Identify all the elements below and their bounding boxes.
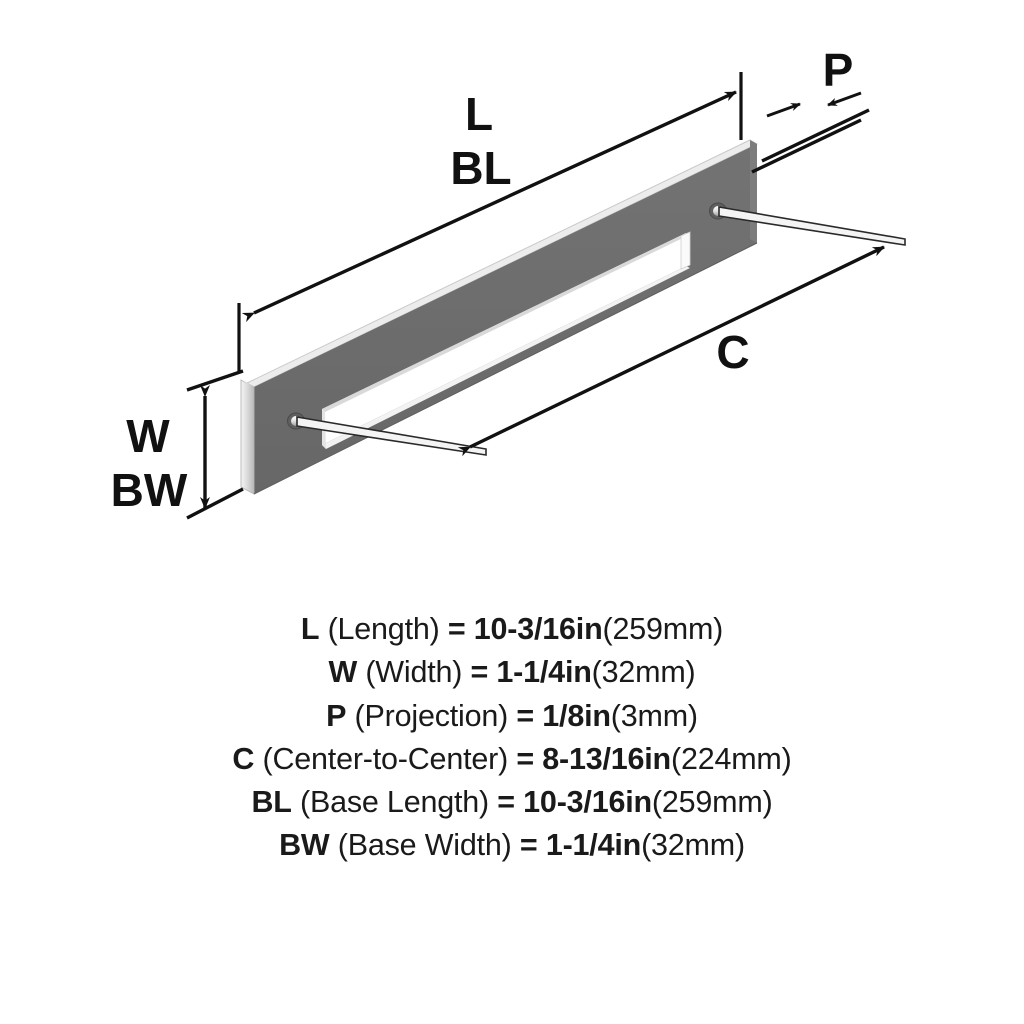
dimension-label-BW: BW (111, 464, 188, 516)
legend-equals-W: = (470, 655, 489, 690)
legend-name-BL: (Base Length) (299, 785, 489, 820)
plate-right-end-face (750, 140, 757, 243)
legend-row-W: W (Width) = 1-1/4in(32mm) (328, 651, 695, 694)
legend-metric-P: (3mm) (610, 698, 698, 733)
cutout-right-inner-post (680, 231, 691, 270)
legend-equals-P: = (516, 698, 534, 733)
legend-imperial-P: 1/8in (542, 698, 611, 733)
dimension-label-W: W (126, 410, 170, 462)
legend-metric-BW: (32mm) (641, 828, 745, 863)
width-extension-top (186, 369, 244, 392)
center-to-center-arrow (457, 245, 885, 457)
dimension-diagram: L BL P C W BW (110, 44, 906, 520)
width-extension-bottom (186, 487, 244, 520)
dimension-width (186, 369, 244, 520)
legend-equals-BL: = (497, 785, 515, 820)
projection-arrow-left (766, 102, 801, 118)
legend-name-W: (Width) (365, 655, 463, 690)
legend-metric-C: (224mm) (670, 741, 792, 776)
dimension-label-P: P (823, 44, 854, 96)
dimension-legend: L (Length) = 10-3/16in(259mm) W (Width) … (0, 600, 1024, 960)
legend-equals-BW: = (519, 828, 538, 863)
legend-equals-C: = (516, 741, 534, 776)
dimension-center-to-center (457, 245, 885, 457)
legend-row-BW: BW (Base Width) = 1-1/4in(32mm) (279, 824, 745, 867)
legend-code-L: L (300, 612, 320, 646)
legend-code-W: W (328, 655, 358, 690)
legend-imperial-C: 8-13/16in (542, 741, 671, 776)
legend-metric-L: (259mm) (602, 612, 724, 646)
legend-row-BL: BL (Base Length) = 10-3/16in(259mm) (251, 781, 772, 824)
legend-imperial-BL: 10-3/16in (523, 785, 652, 820)
dimension-label-BL: BL (450, 142, 511, 194)
dimension-label-C: C (716, 326, 749, 378)
plate-left-end-cap (240, 379, 255, 495)
dimension-projection (751, 91, 870, 174)
legend-metric-W: (32mm) (591, 655, 696, 690)
plate-left-cap-top (241, 380, 254, 387)
legend-name-C: (Center-to-Center) (262, 741, 509, 776)
projection-arrow-right (827, 91, 862, 107)
legend-code-BL: BL (251, 785, 292, 820)
legend-code-C: C (232, 741, 255, 776)
legend-imperial-BW: 1-1/4in (545, 828, 642, 863)
legend-metric-BL: (259mm) (651, 785, 773, 820)
dimension-label-L: L (465, 88, 493, 140)
legend-row-P: P (Projection) = 1/8in(3mm) (326, 695, 698, 738)
legend-equals-L: = (447, 612, 466, 646)
projection-extension-lower (751, 118, 862, 174)
legend-row-C: C (Center-to-Center) = 8-13/16in(224mm) (232, 738, 791, 781)
legend-code-BW: BW (279, 828, 330, 863)
dimension-length (237, 72, 743, 373)
legend-imperial-L: 10-3/16in (473, 612, 603, 646)
projection-extension-upper (761, 108, 870, 163)
legend-name-BW: (Base Width) (337, 828, 512, 863)
legend-imperial-W: 1-1/4in (496, 655, 592, 690)
legend-name-L: (Length) (327, 612, 440, 646)
legend-code-P: P (326, 698, 347, 733)
length-dimension-arrow (241, 90, 737, 323)
legend-row-L: L (Length) = 10-3/16in(259mm) (301, 608, 723, 651)
legend-name-P: (Projection) (354, 698, 509, 733)
